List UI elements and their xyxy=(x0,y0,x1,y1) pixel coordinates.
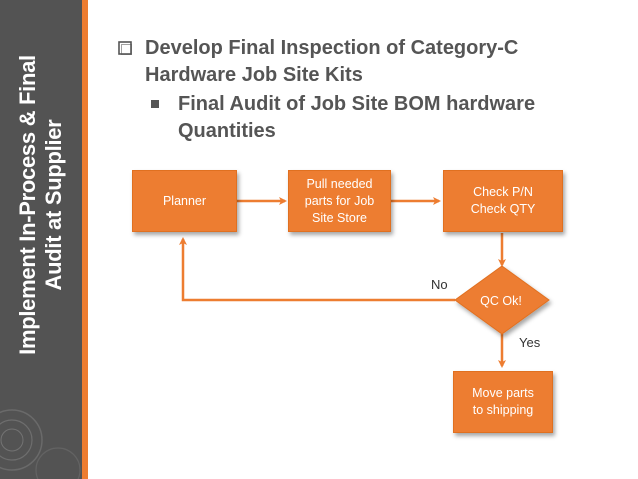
bullet-level2-line1: Final Audit of Job Site BOM hardware xyxy=(178,93,536,115)
edge-label-yes: Yes xyxy=(519,335,541,350)
node-planner-line-1: Planner xyxy=(162,193,207,208)
qc-decision-diamond xyxy=(454,265,550,335)
node-check-line-1: Check P/N xyxy=(473,185,533,199)
node-check: Check P/N Check QTY xyxy=(443,170,563,232)
node-pull-parts-line-1: Pull needed xyxy=(306,176,373,191)
bullet-level2-line2: Quantities xyxy=(178,120,276,142)
sidebar-accent-bar xyxy=(82,0,88,479)
node-pull-parts-line-3: Site Store xyxy=(312,210,367,225)
node-move-parts: Move parts to shipping xyxy=(453,371,553,433)
node-pull-parts-line-2: parts for Job xyxy=(304,193,375,208)
node-move-line-2: to shipping xyxy=(472,403,534,417)
bullet-level1-line1: Develop Final Inspection of Category-C xyxy=(145,37,519,59)
bullet-level1-line2: Hardware Job Site Kits xyxy=(145,64,363,86)
node-pull-parts: Pull needed parts for Job Site Store xyxy=(288,170,391,232)
checkbox-icon xyxy=(118,41,132,55)
decorative-circles-icon xyxy=(0,409,81,479)
square-bullet-icon xyxy=(151,100,159,108)
node-move-line-1: Move parts xyxy=(472,386,534,400)
node-check-line-2: Check QTY xyxy=(470,202,536,216)
edge-qc-no-to-planner xyxy=(179,237,455,302)
node-qc-label: QC Ok! xyxy=(480,294,522,308)
edge-label-no: No xyxy=(431,277,448,292)
node-planner: Planner xyxy=(132,170,237,232)
sidebar-panel: Implement In-Process & Final Audit at Su… xyxy=(0,0,82,479)
